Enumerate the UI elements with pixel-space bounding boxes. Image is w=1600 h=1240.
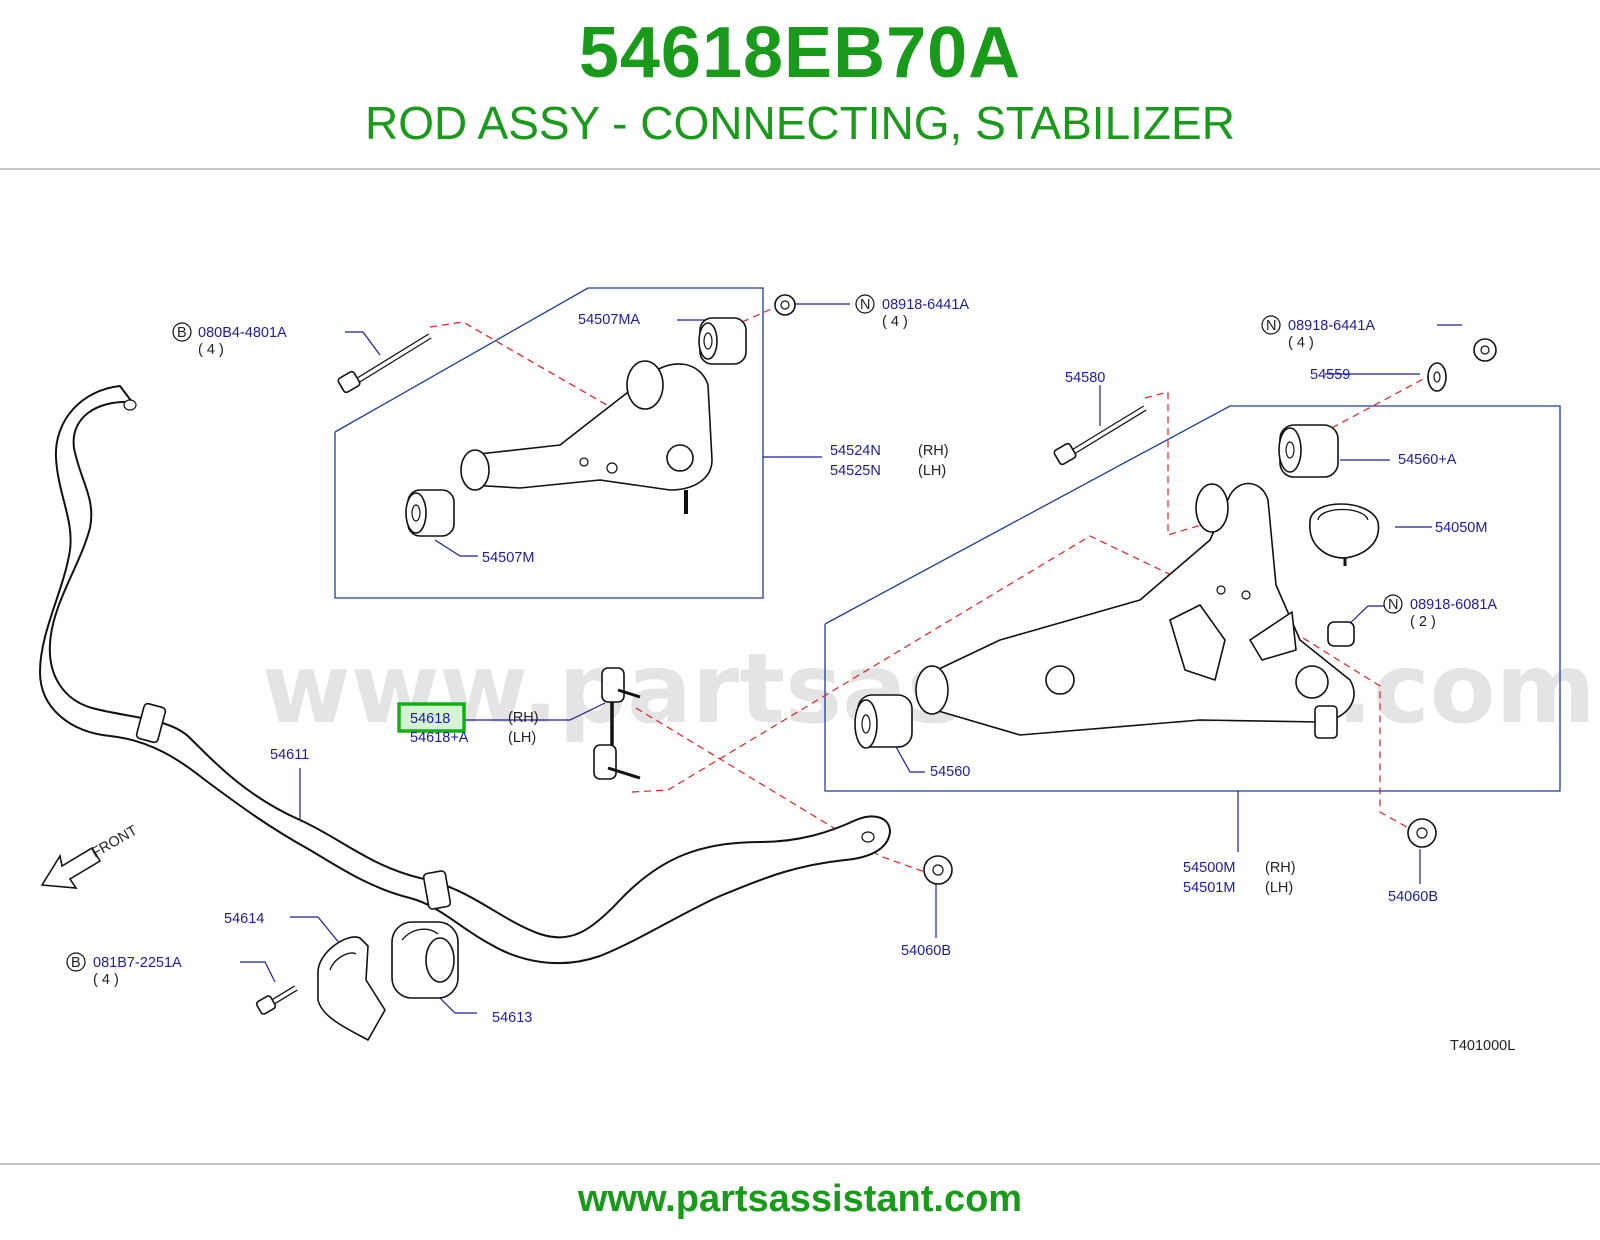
leader-54507M xyxy=(434,539,478,557)
lower-arm-group-box xyxy=(824,405,1561,792)
label-54560: 54560 xyxy=(930,764,970,780)
qty-080B4: ( 4 ) xyxy=(198,342,224,358)
header-divider xyxy=(0,168,1600,170)
leader-54560 xyxy=(894,744,925,773)
washer-54559 xyxy=(1427,362,1447,392)
connecting-rod-54618 xyxy=(593,667,641,780)
label-54618A: 54618+A xyxy=(410,730,469,746)
badge-letter: N xyxy=(860,297,870,313)
nut-54060B-mid xyxy=(923,855,953,885)
label-54559: 54559 xyxy=(1310,367,1350,383)
label-54580: 54580 xyxy=(1065,370,1105,386)
nut-54060B-right xyxy=(1407,818,1437,848)
label-08918-top: 08918-6441A xyxy=(882,297,969,313)
nut-6081 xyxy=(1327,621,1355,647)
label-08918-right: 08918-6441A xyxy=(1288,318,1375,334)
nut-top xyxy=(774,294,796,316)
bolt-badge-icon xyxy=(172,322,192,342)
label-54500M: 54500M xyxy=(1183,860,1235,876)
bolt-080B4 xyxy=(337,333,432,394)
nut-badge-icon xyxy=(1261,315,1281,335)
bump-stop-54050M xyxy=(1309,503,1380,566)
leader-54614 xyxy=(290,916,341,945)
nut-right xyxy=(1473,338,1497,362)
label-54525N: 54525N xyxy=(830,463,881,479)
badge-letter: N xyxy=(1388,597,1398,613)
upper-arm-group-box xyxy=(334,287,764,599)
label-08918-6081: 08918-6081A xyxy=(1410,597,1497,613)
footer-url-link[interactable]: www.partsassistant.com xyxy=(577,1178,1023,1220)
label-54050M: 54050M xyxy=(1435,520,1487,536)
badge-letter: N xyxy=(1266,318,1276,334)
bushing-54560A xyxy=(1278,424,1339,478)
drawing-code: T401000L xyxy=(1450,1038,1515,1054)
callout-080B4: B 080B4-4801A ( 4 ) xyxy=(172,322,287,358)
label-lh-54525N: (LH) xyxy=(918,463,946,479)
label-54614: 54614 xyxy=(224,911,264,927)
front-arrow-icon xyxy=(40,846,102,889)
label-54501M: 54501M xyxy=(1183,880,1235,896)
leader-080B4-b xyxy=(362,331,381,356)
label-54560A: 54560+A xyxy=(1398,452,1457,468)
leader-54618 xyxy=(455,702,606,721)
bushing-54560 xyxy=(854,694,913,749)
bolt-badge-icon xyxy=(66,952,86,972)
dash-54060B-right xyxy=(1241,599,1413,831)
label-54507M: 54507M xyxy=(482,550,534,566)
callout-nut-6081: N 08918-6081A ( 2 ) xyxy=(1383,594,1497,630)
bushing-54613 xyxy=(391,921,459,999)
bolt-081B7 xyxy=(255,985,298,1015)
label-54618[interactable]: 54618 xyxy=(410,711,450,727)
label-rh-54618: (RH) xyxy=(508,710,539,726)
label-lh-54618A: (LH) xyxy=(508,730,536,746)
page-header: 54618EB70A ROD ASSY - CONNECTING, STABIL… xyxy=(0,0,1600,170)
label-lh-54501M: (LH) xyxy=(1265,880,1293,896)
leader-081B7 xyxy=(240,961,276,983)
dash-upper-nut xyxy=(741,305,779,323)
label-54060B-right: 54060B xyxy=(1388,889,1438,905)
label-54507MA: 54507MA xyxy=(578,312,640,328)
label-rh-54524N: (RH) xyxy=(918,443,949,459)
label-54060B-mid: 54060B xyxy=(901,943,951,959)
label-081B7: 081B7-2251A xyxy=(93,955,182,971)
label-rh-54500M: (RH) xyxy=(1265,860,1296,876)
bushing-54507M xyxy=(405,489,455,537)
bolt-54580 xyxy=(1053,405,1147,466)
label-080B4: 080B4-4801A xyxy=(198,325,287,341)
label-54524N: 54524N xyxy=(830,443,881,459)
bushing-54507MA xyxy=(698,317,747,365)
footer-divider xyxy=(0,1163,1600,1165)
stabilizer-bar-54611 xyxy=(38,384,892,965)
callout-081B7: B 081B7-2251A ( 4 ) xyxy=(66,952,182,988)
callout-nut-right: N 08918-6441A ( 4 ) xyxy=(1261,315,1375,351)
nut-badge-icon xyxy=(855,294,875,314)
label-54613: 54613 xyxy=(492,1010,532,1026)
label-54611: 54611 xyxy=(270,747,309,763)
dash-link-upper xyxy=(635,707,926,873)
dash-link-lower xyxy=(631,535,1241,793)
qty-081B7: ( 4 ) xyxy=(93,972,119,988)
callout-nut-top: N 08918-6441A ( 4 ) xyxy=(855,294,969,330)
qty-08918-right: ( 4 ) xyxy=(1288,335,1314,351)
bracket-54614 xyxy=(317,936,386,1041)
badge-letter: B xyxy=(177,325,187,341)
upper-arm-54524N xyxy=(460,360,713,514)
qty-08918-top: ( 4 ) xyxy=(882,314,908,330)
leader-54613 xyxy=(437,995,477,1014)
qty-08918-6081: ( 2 ) xyxy=(1410,614,1436,630)
nut-badge-icon xyxy=(1383,594,1403,614)
part-name-subtitle: ROD ASSY - CONNECTING, STABILIZER xyxy=(365,97,1235,149)
badge-letter: B xyxy=(71,955,81,971)
part-number-title: 54618EB70A xyxy=(578,13,1022,93)
highlight-box-54618 xyxy=(397,702,466,733)
lower-arm-54500M xyxy=(915,482,1355,739)
